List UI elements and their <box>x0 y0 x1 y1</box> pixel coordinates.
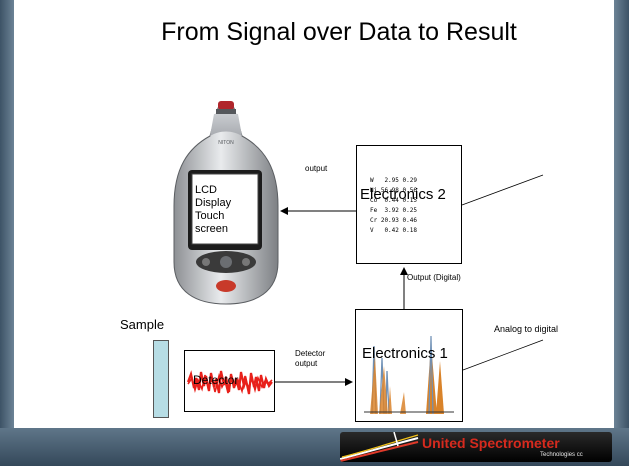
readout-table: W 2.95 0.29 Ni 56.98 0.56 Co 0.44 0.15 F… <box>370 176 417 236</box>
lcd-line: Touch <box>195 210 225 222</box>
readout-line: V 0.42 0.18 <box>370 227 417 234</box>
right-frame <box>614 0 629 466</box>
readout-line: Cr 20.93 0.46 <box>370 217 417 224</box>
handheld-analyzer-image: NITON <box>173 101 279 305</box>
left-frame <box>0 0 14 466</box>
electronics-2-callout <box>461 174 544 206</box>
output-digital-label: Output (Digital) <box>407 273 461 282</box>
device-brand: NITON <box>218 140 234 146</box>
detector-output-line: output <box>295 359 318 368</box>
electronics-1-callout <box>462 339 544 371</box>
readout-line: Fe 3.92 0.25 <box>370 207 417 214</box>
slide-content <box>14 0 614 428</box>
detector-signal-image <box>186 370 273 395</box>
electronics-2-label: Electronics 2 <box>360 186 446 203</box>
detector-output-line: Detector <box>295 349 326 358</box>
logo-subtitle: Technologies cc <box>540 452 583 458</box>
readout-line: Ni 56.98 0.56 <box>370 187 417 194</box>
lcd-line: LCD <box>195 184 218 196</box>
readout-line: W 2.95 0.29 <box>370 177 417 184</box>
output-label: output <box>305 164 328 173</box>
sample-label: Sample <box>120 317 165 332</box>
lcd-line: screen <box>195 223 229 235</box>
lcd-screen <box>191 173 259 245</box>
sample-block <box>153 340 169 418</box>
lcd-line: Display <box>195 197 232 209</box>
spectrum-image <box>364 335 454 415</box>
spectrum-swoosh-icon <box>340 432 419 462</box>
sensor-tip <box>218 101 234 110</box>
detector-output-label: Detector output <box>295 349 325 369</box>
lcd-text: LCD Display Touch screen <box>195 184 231 236</box>
detector-label: Detector <box>193 373 239 387</box>
trigger-button <box>216 280 236 292</box>
slide-title: From Signal over Data to Result <box>161 18 517 46</box>
readout-line: Co 0.44 0.15 <box>370 197 417 204</box>
electronics-1-label: Electronics 1 <box>362 345 448 362</box>
logo-name: United Spectrometer <box>422 435 560 451</box>
analog-to-digital-label: Analog to digital <box>494 324 559 334</box>
slide-content-corner <box>14 0 64 70</box>
company-logo: United Spectrometer Technologies cc <box>340 432 612 462</box>
electronics-2-box <box>356 145 462 264</box>
